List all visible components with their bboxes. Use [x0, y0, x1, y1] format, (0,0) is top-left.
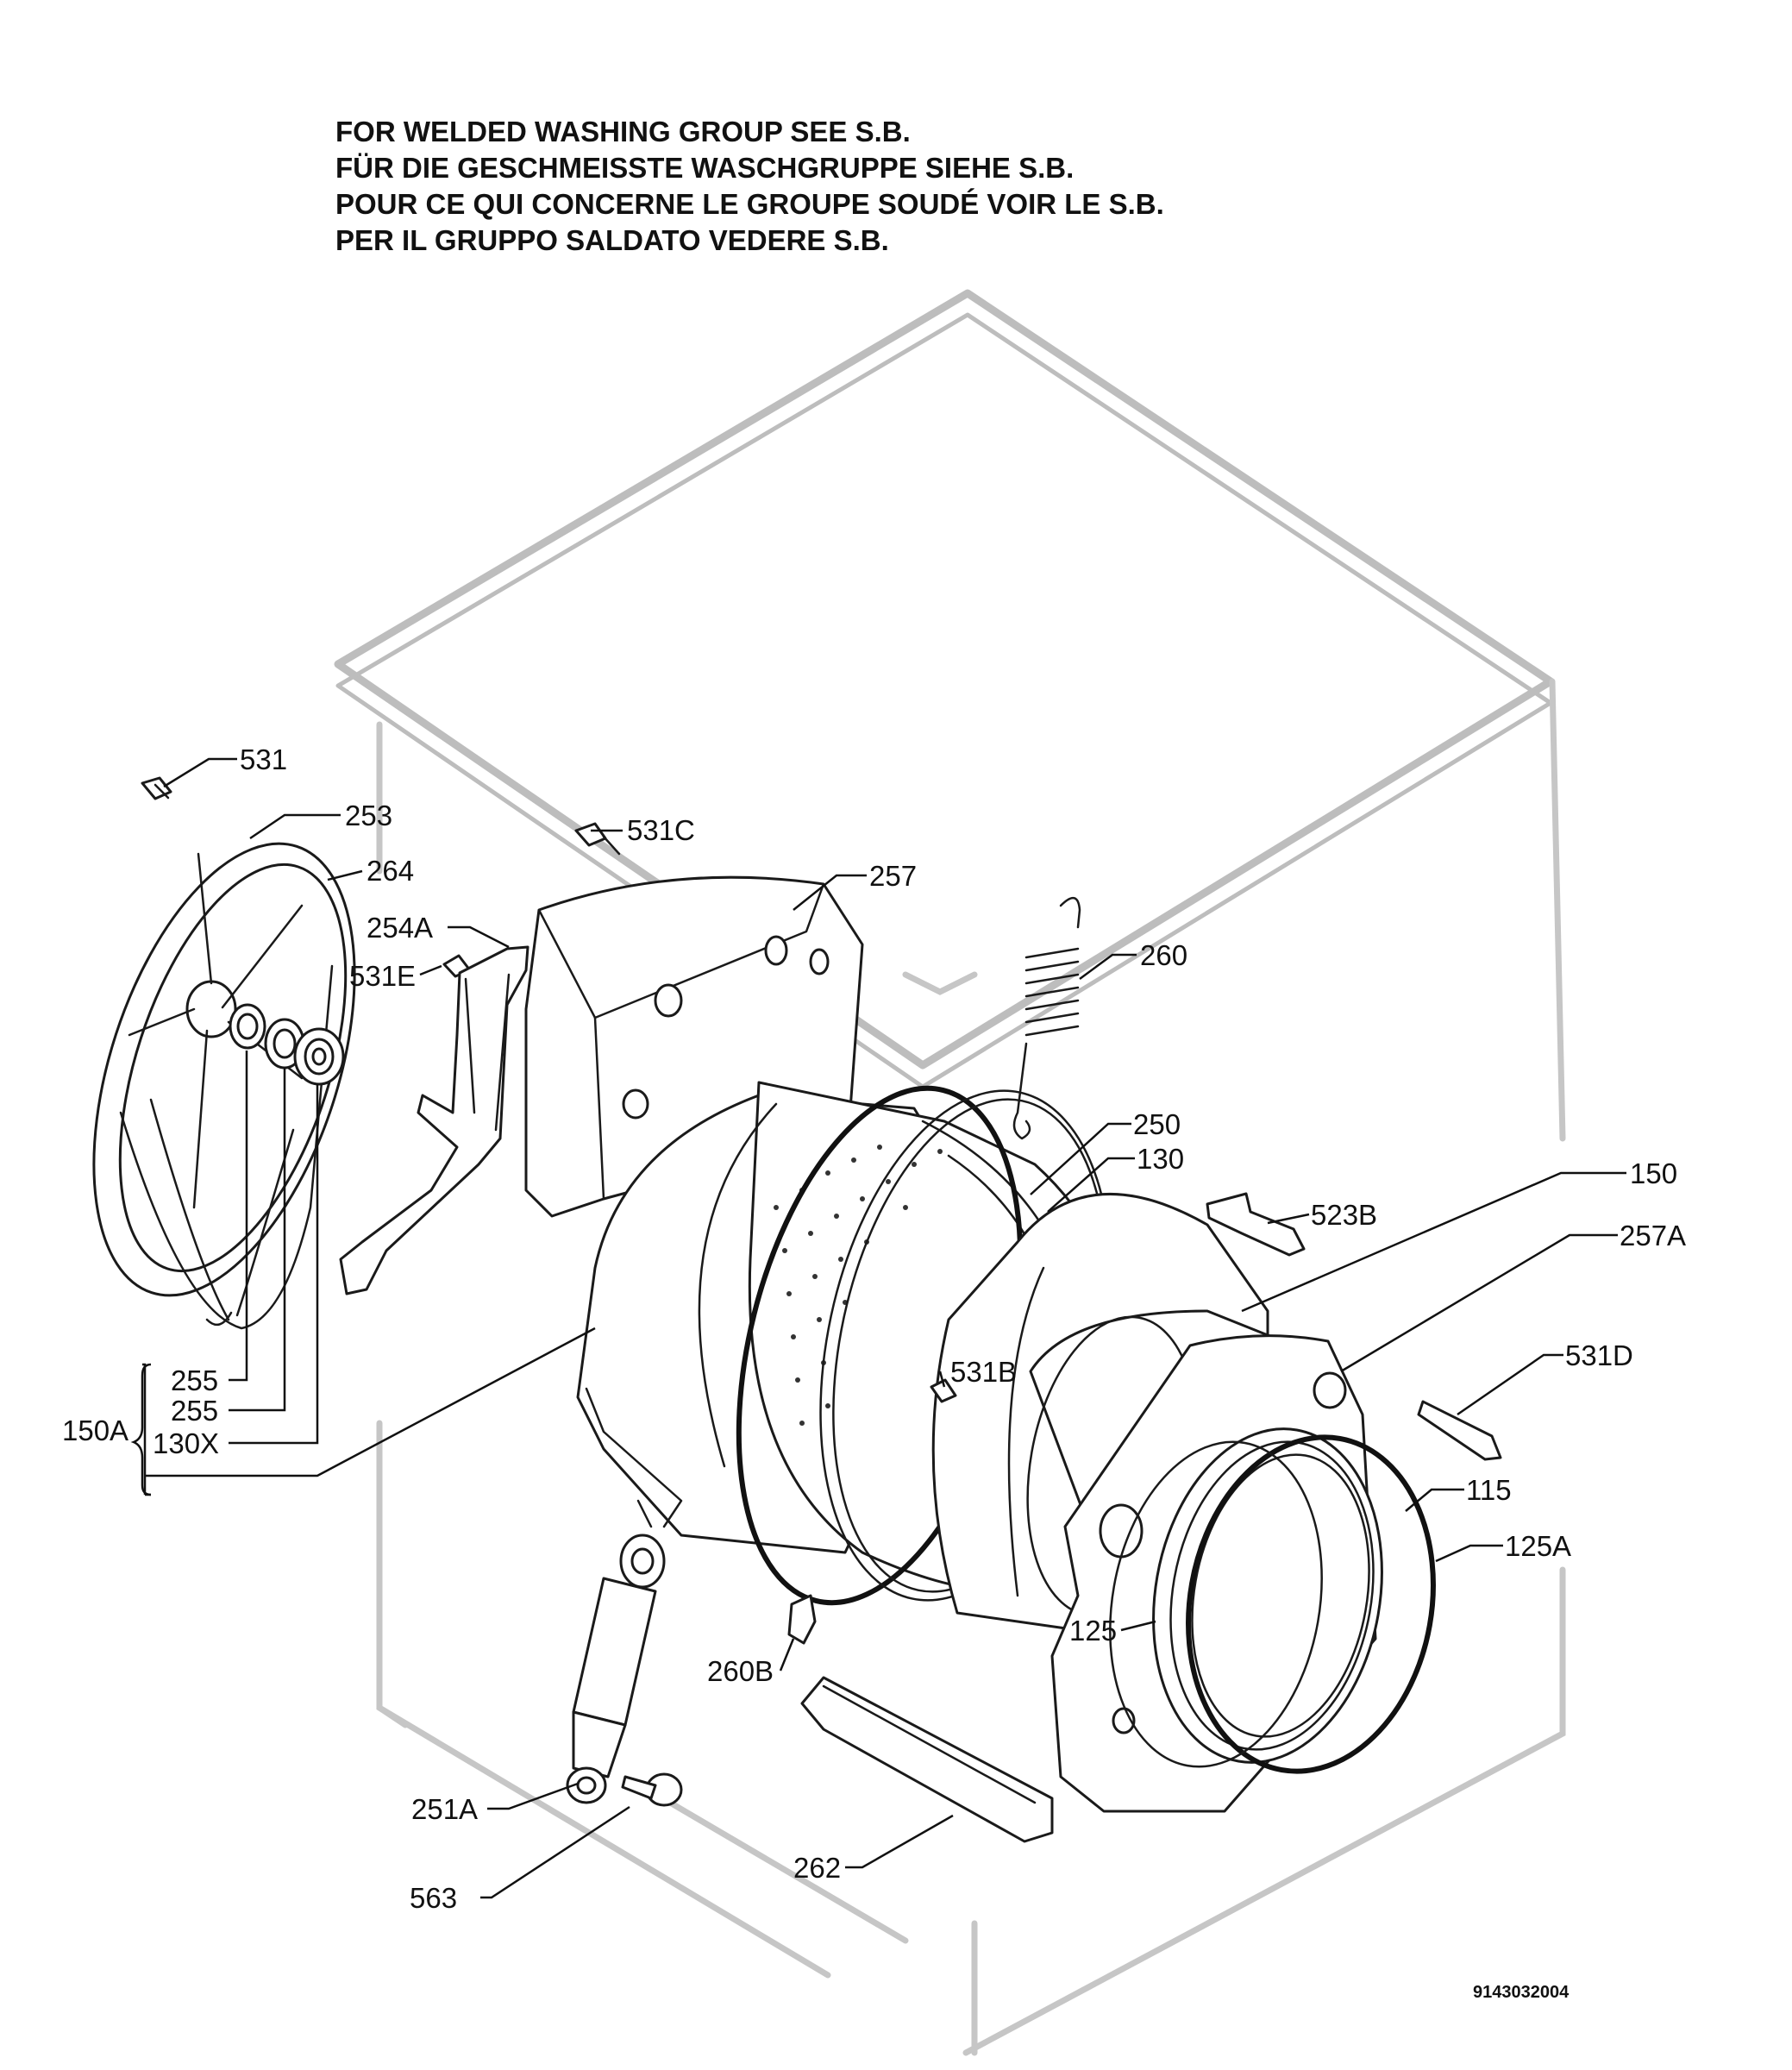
bolt-563 [621, 1772, 683, 1807]
label-254A: 254A [367, 912, 433, 944]
label-260B: 260B [707, 1655, 774, 1687]
label-125: 125 [1069, 1615, 1117, 1647]
callout-labels: 531 253 264 531C 257 254A 531E 260 250 1… [62, 743, 1686, 2002]
bracket-523B [1206, 1192, 1306, 1257]
note-italian: PER IL GRUPPO SALDATO VEDERE S.B. [335, 224, 889, 256]
screw-531B [930, 1378, 957, 1403]
label-251A: 251A [411, 1793, 478, 1825]
spring-260 [1012, 897, 1081, 1140]
label-125A: 125A [1505, 1530, 1571, 1562]
label-255-second: 255 [171, 1395, 218, 1427]
label-264: 264 [367, 855, 414, 887]
label-262: 262 [793, 1852, 841, 1884]
label-255-first: 255 [171, 1364, 218, 1396]
label-257: 257 [869, 860, 917, 892]
label-257A: 257A [1620, 1220, 1686, 1251]
support-254A [339, 945, 529, 1295]
label-115: 115 [1466, 1474, 1512, 1506]
clamp-ring-125A [1186, 1434, 1436, 1774]
bearing-assembly [229, 1003, 345, 1086]
label-531C: 531C [627, 814, 695, 846]
seal-strip-262 [800, 1676, 1054, 1843]
drum-perforations [774, 1145, 943, 1426]
pulley-253 [92, 842, 356, 1327]
note-german: FÜR DIE GESCHMEISSTE WASCHGRUPPE SIEHE S… [335, 152, 1075, 184]
leader-lines [142, 757, 1626, 1899]
screw-531C [574, 822, 621, 856]
clip-260B [787, 1594, 817, 1645]
label-150A: 150A [62, 1414, 128, 1446]
label-531E: 531E [349, 960, 416, 992]
drawing-code: 9143032004 [1473, 1983, 1570, 2002]
label-531B: 531B [950, 1356, 1017, 1388]
clamp-ring-125 [1109, 1440, 1323, 1768]
label-150: 150 [1630, 1157, 1677, 1189]
label-523B: 523B [1311, 1199, 1377, 1231]
label-531D: 531D [1565, 1339, 1633, 1371]
label-260: 260 [1140, 939, 1187, 971]
screw-531D [1417, 1400, 1502, 1461]
note-english: FOR WELDED WASHING GROUP SEE S.B. [335, 116, 911, 147]
label-563: 563 [410, 1882, 457, 1914]
label-253: 253 [345, 800, 392, 831]
label-531: 531 [240, 743, 287, 775]
group-brace-150A [130, 1363, 152, 1496]
screw-531 [141, 776, 172, 800]
note-french: POUR CE QUI CONCERNE LE GROUPE SOUDÉ VOI… [335, 188, 1164, 220]
label-250: 250 [1133, 1108, 1181, 1140]
label-130X: 130X [153, 1427, 219, 1459]
notes-block: FOR WELDED WASHING GROUP SEE S.B. FÜR DI… [335, 114, 1164, 259]
label-130: 130 [1137, 1143, 1184, 1175]
belt-264 [119, 964, 334, 1330]
shock-absorber-251A [566, 1534, 666, 1804]
